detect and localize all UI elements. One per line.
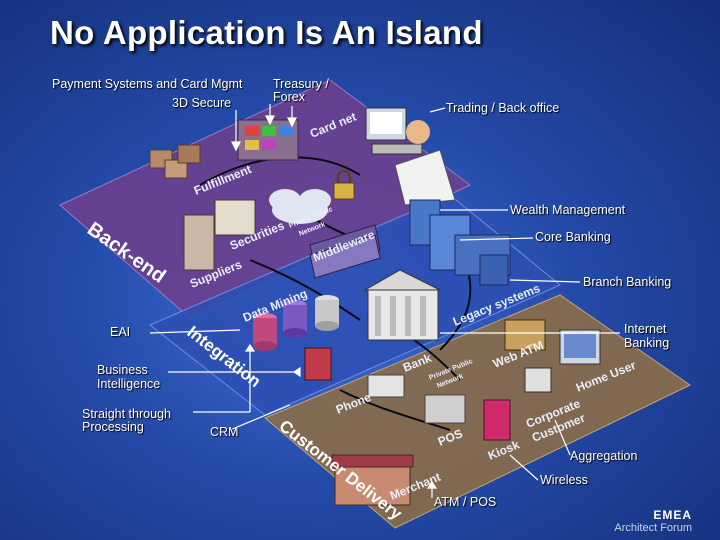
kiosk-icon xyxy=(483,399,511,441)
securities-building-icon xyxy=(183,199,256,271)
business-intelligence-label-line2: Intelligence xyxy=(97,377,161,391)
web-atm-icon xyxy=(504,319,546,351)
aggregation-label: Aggregation xyxy=(570,449,638,463)
pos-terminal-icon xyxy=(424,394,466,424)
branch-banking-label: Branch Banking xyxy=(583,275,672,289)
business-intelligence-label-line1: Business xyxy=(97,363,148,377)
trading-back-office-label: Trading / Back office xyxy=(446,101,560,115)
callout-arrows xyxy=(231,104,438,489)
wireless-label: Wireless xyxy=(540,473,588,487)
card-terminals xyxy=(237,119,299,161)
internet-banking-label-line2: Banking xyxy=(624,336,670,350)
crm-label: CRM xyxy=(210,425,239,439)
3d-secure-label: 3D Secure xyxy=(172,96,232,110)
merchant-shop-icon xyxy=(331,454,414,506)
stp-label-line2: Processing xyxy=(82,420,144,434)
eai-label: EAI xyxy=(110,325,131,339)
data-mining-cylinders-icon xyxy=(253,295,339,351)
middleware-stack xyxy=(309,224,381,279)
footer-org: EMEA xyxy=(653,508,692,522)
treasury-label-line2: Forex xyxy=(273,90,305,104)
trader-workstation-icon xyxy=(365,107,456,206)
wealth-core-servers-icon xyxy=(409,199,511,286)
phone-icon xyxy=(367,374,405,398)
atm-pos-label: ATM / POS xyxy=(434,495,497,509)
bi-server-icon xyxy=(304,347,332,381)
stp-label-line1: Straight through xyxy=(82,407,171,421)
callout-lines xyxy=(149,107,620,498)
payment-systems-label: Payment Systems and Card Mgmt xyxy=(52,77,243,91)
home-user-pc-icon xyxy=(559,329,601,365)
core-banking-label: Core Banking xyxy=(535,230,611,244)
private-network-cloud-icon xyxy=(269,189,331,224)
emea-architect-forum-logo: EMEA Architect Forum xyxy=(614,508,692,534)
corporate-pc-icon xyxy=(524,367,552,393)
footer-forum: Architect Forum xyxy=(614,522,692,534)
bank-building-icon xyxy=(363,269,441,341)
wealth-management-label: Wealth Management xyxy=(510,203,626,217)
page-title: No Application Is An Island xyxy=(50,14,483,51)
internet-banking-label-line1: Internet xyxy=(624,322,667,336)
fulfillment-boxes xyxy=(149,144,201,179)
treasury-label-line1: Treasury / xyxy=(273,77,329,91)
lock-icon xyxy=(333,170,355,200)
